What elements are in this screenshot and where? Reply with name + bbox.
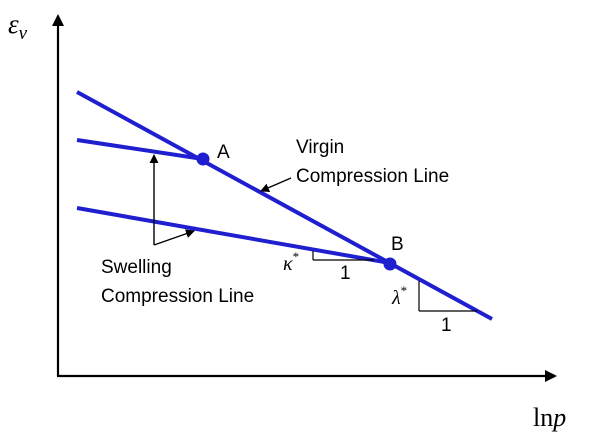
- lambda-run-label: 1: [441, 315, 452, 336]
- y-axis-symbol: ε: [8, 9, 19, 39]
- x-axis-prefix: ln: [533, 403, 553, 432]
- kappa-superscript: *: [293, 249, 300, 264]
- lambda-letter: λ: [391, 287, 401, 309]
- lambda-superscript: *: [401, 283, 408, 298]
- kappa-symbol: κ*: [283, 249, 299, 275]
- point-a-marker: [196, 152, 210, 166]
- swelling-label-line1: Swelling: [101, 257, 172, 278]
- lambda-symbol: λ*: [391, 283, 407, 309]
- point-a-label: A: [217, 142, 230, 163]
- point-b-marker: [383, 257, 397, 271]
- swelling-line-upper: [76, 138, 204, 161]
- virgin-compression-line: [76, 90, 493, 321]
- y-axis-subscript: v: [19, 23, 28, 44]
- point-b-label: B: [391, 234, 404, 255]
- swelling-label-line2: Compression Line: [101, 286, 254, 307]
- kappa-run-label: 1: [340, 263, 351, 284]
- virgin-label-line2: Compression Line: [296, 166, 449, 187]
- kappa-letter: κ: [283, 253, 293, 275]
- x-axis-label: lnp: [533, 403, 566, 432]
- swelling-bracket-horizontal: [153, 229, 195, 246]
- y-axis-label: εv: [8, 9, 28, 44]
- x-axis-variable: p: [551, 403, 566, 432]
- virgin-pointer-arrow: [260, 177, 292, 192]
- virgin-label-line1: Virgin: [296, 137, 344, 158]
- swelling-line-lower: [76, 206, 391, 265]
